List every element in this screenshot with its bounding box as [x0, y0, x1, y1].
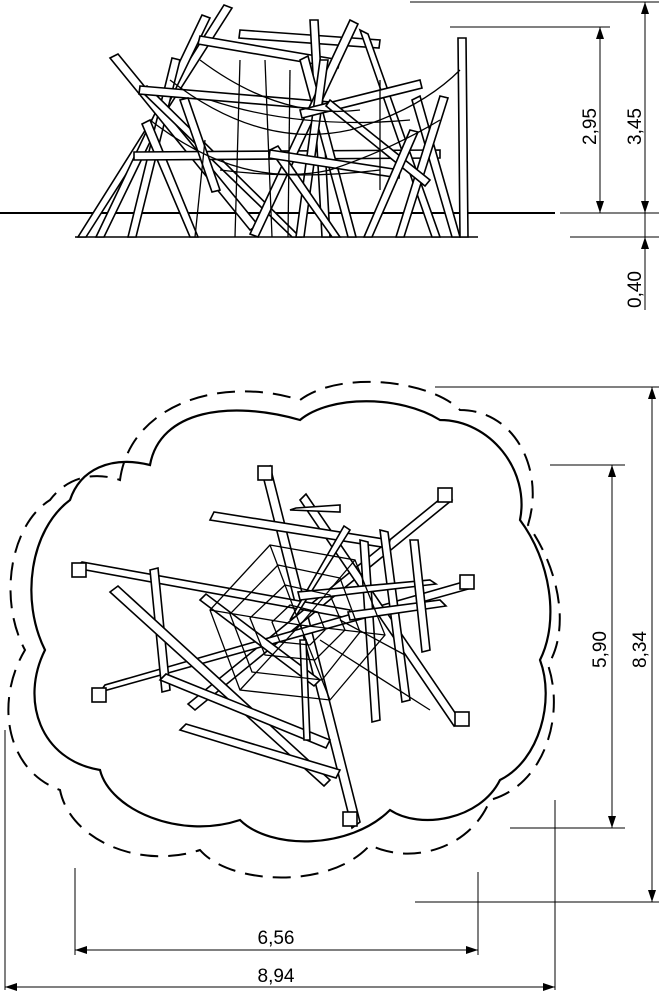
net-ring — [249, 584, 346, 661]
rope — [219, 169, 381, 176]
pole — [379, 528, 411, 703]
pole — [268, 144, 342, 238]
plan-net — [209, 544, 431, 711]
footing — [454, 711, 470, 727]
rope — [149, 119, 441, 176]
rope — [264, 59, 273, 238]
pole — [178, 97, 222, 193]
elevation-view: 2,95 3,45 0,40 — [0, 1, 659, 310]
pole — [362, 129, 420, 238]
footing — [91, 687, 107, 703]
net-radial — [269, 544, 301, 626]
net-radial — [299, 624, 386, 636]
net-radial — [339, 619, 406, 656]
net-radial — [299, 559, 356, 626]
dimension-structure-width: 6,56 — [258, 928, 295, 949]
pole — [409, 539, 431, 653]
pole — [238, 29, 381, 49]
rope — [234, 59, 241, 238]
pole — [178, 723, 342, 779]
dimension-structure-depth: 5,90 — [590, 631, 611, 668]
net-radial — [239, 624, 301, 691]
plan-poles — [73, 464, 473, 830]
pole — [108, 584, 332, 788]
footing — [459, 574, 475, 590]
pole — [457, 37, 469, 238]
rope — [194, 139, 206, 238]
dimension-height-upper: 2,95 — [580, 108, 601, 145]
net-radial — [299, 624, 331, 701]
plan-view: 6,56 8,94 5,90 8,34 — [4, 380, 659, 991]
net-radial — [209, 609, 301, 626]
elevation-net — [149, 59, 461, 238]
rope — [287, 69, 291, 238]
rope — [169, 69, 461, 136]
footing — [257, 465, 273, 481]
footing — [437, 487, 453, 503]
footing — [342, 811, 358, 827]
rope — [209, 99, 411, 124]
net-ring — [271, 604, 326, 646]
plan-footings — [71, 465, 475, 827]
dimension-height-total: 3,45 — [625, 108, 646, 145]
elevation-dimensions: 2,95 3,45 0,40 — [410, 1, 659, 310]
footing — [71, 562, 87, 578]
pole — [359, 538, 381, 724]
net-radial — [319, 639, 431, 711]
pole — [299, 639, 311, 741]
pole — [289, 504, 341, 513]
dimension-safety-width: 8,94 — [258, 966, 295, 987]
elevation-poles — [76, 4, 469, 239]
plan-dimensions: 6,56 8,94 5,90 8,34 — [4, 386, 659, 991]
rope — [199, 59, 361, 113]
safety-area-outline — [30, 400, 552, 843]
dimension-safety-depth: 8,34 — [630, 631, 651, 668]
pole — [394, 95, 450, 238]
pole — [158, 673, 332, 750]
fall-zone-outline — [7, 380, 561, 879]
dimension-depth-below-ground: 0,40 — [625, 271, 646, 308]
